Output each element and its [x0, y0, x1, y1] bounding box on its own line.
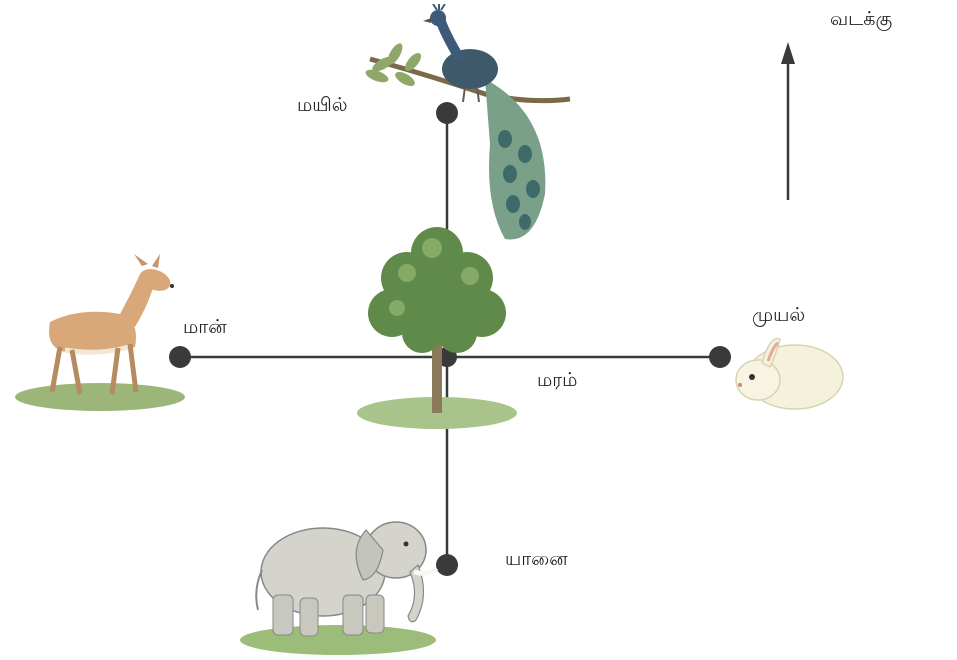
label-north: வடக்கு	[830, 8, 892, 33]
point-rabbit	[709, 346, 731, 368]
peacock-icon	[365, 4, 575, 244]
elephant-icon	[238, 510, 443, 660]
north-arrow-icon	[781, 42, 795, 200]
label-peacock: மயில்	[297, 94, 348, 119]
rabbit-icon	[730, 325, 850, 415]
label-rabbit: முயல்	[752, 304, 805, 329]
tree-icon	[352, 218, 522, 438]
label-elephant: யானை	[505, 548, 568, 573]
label-deer: மான்	[183, 316, 227, 341]
deer-icon	[10, 252, 190, 422]
label-tree: மரம்	[537, 369, 577, 394]
